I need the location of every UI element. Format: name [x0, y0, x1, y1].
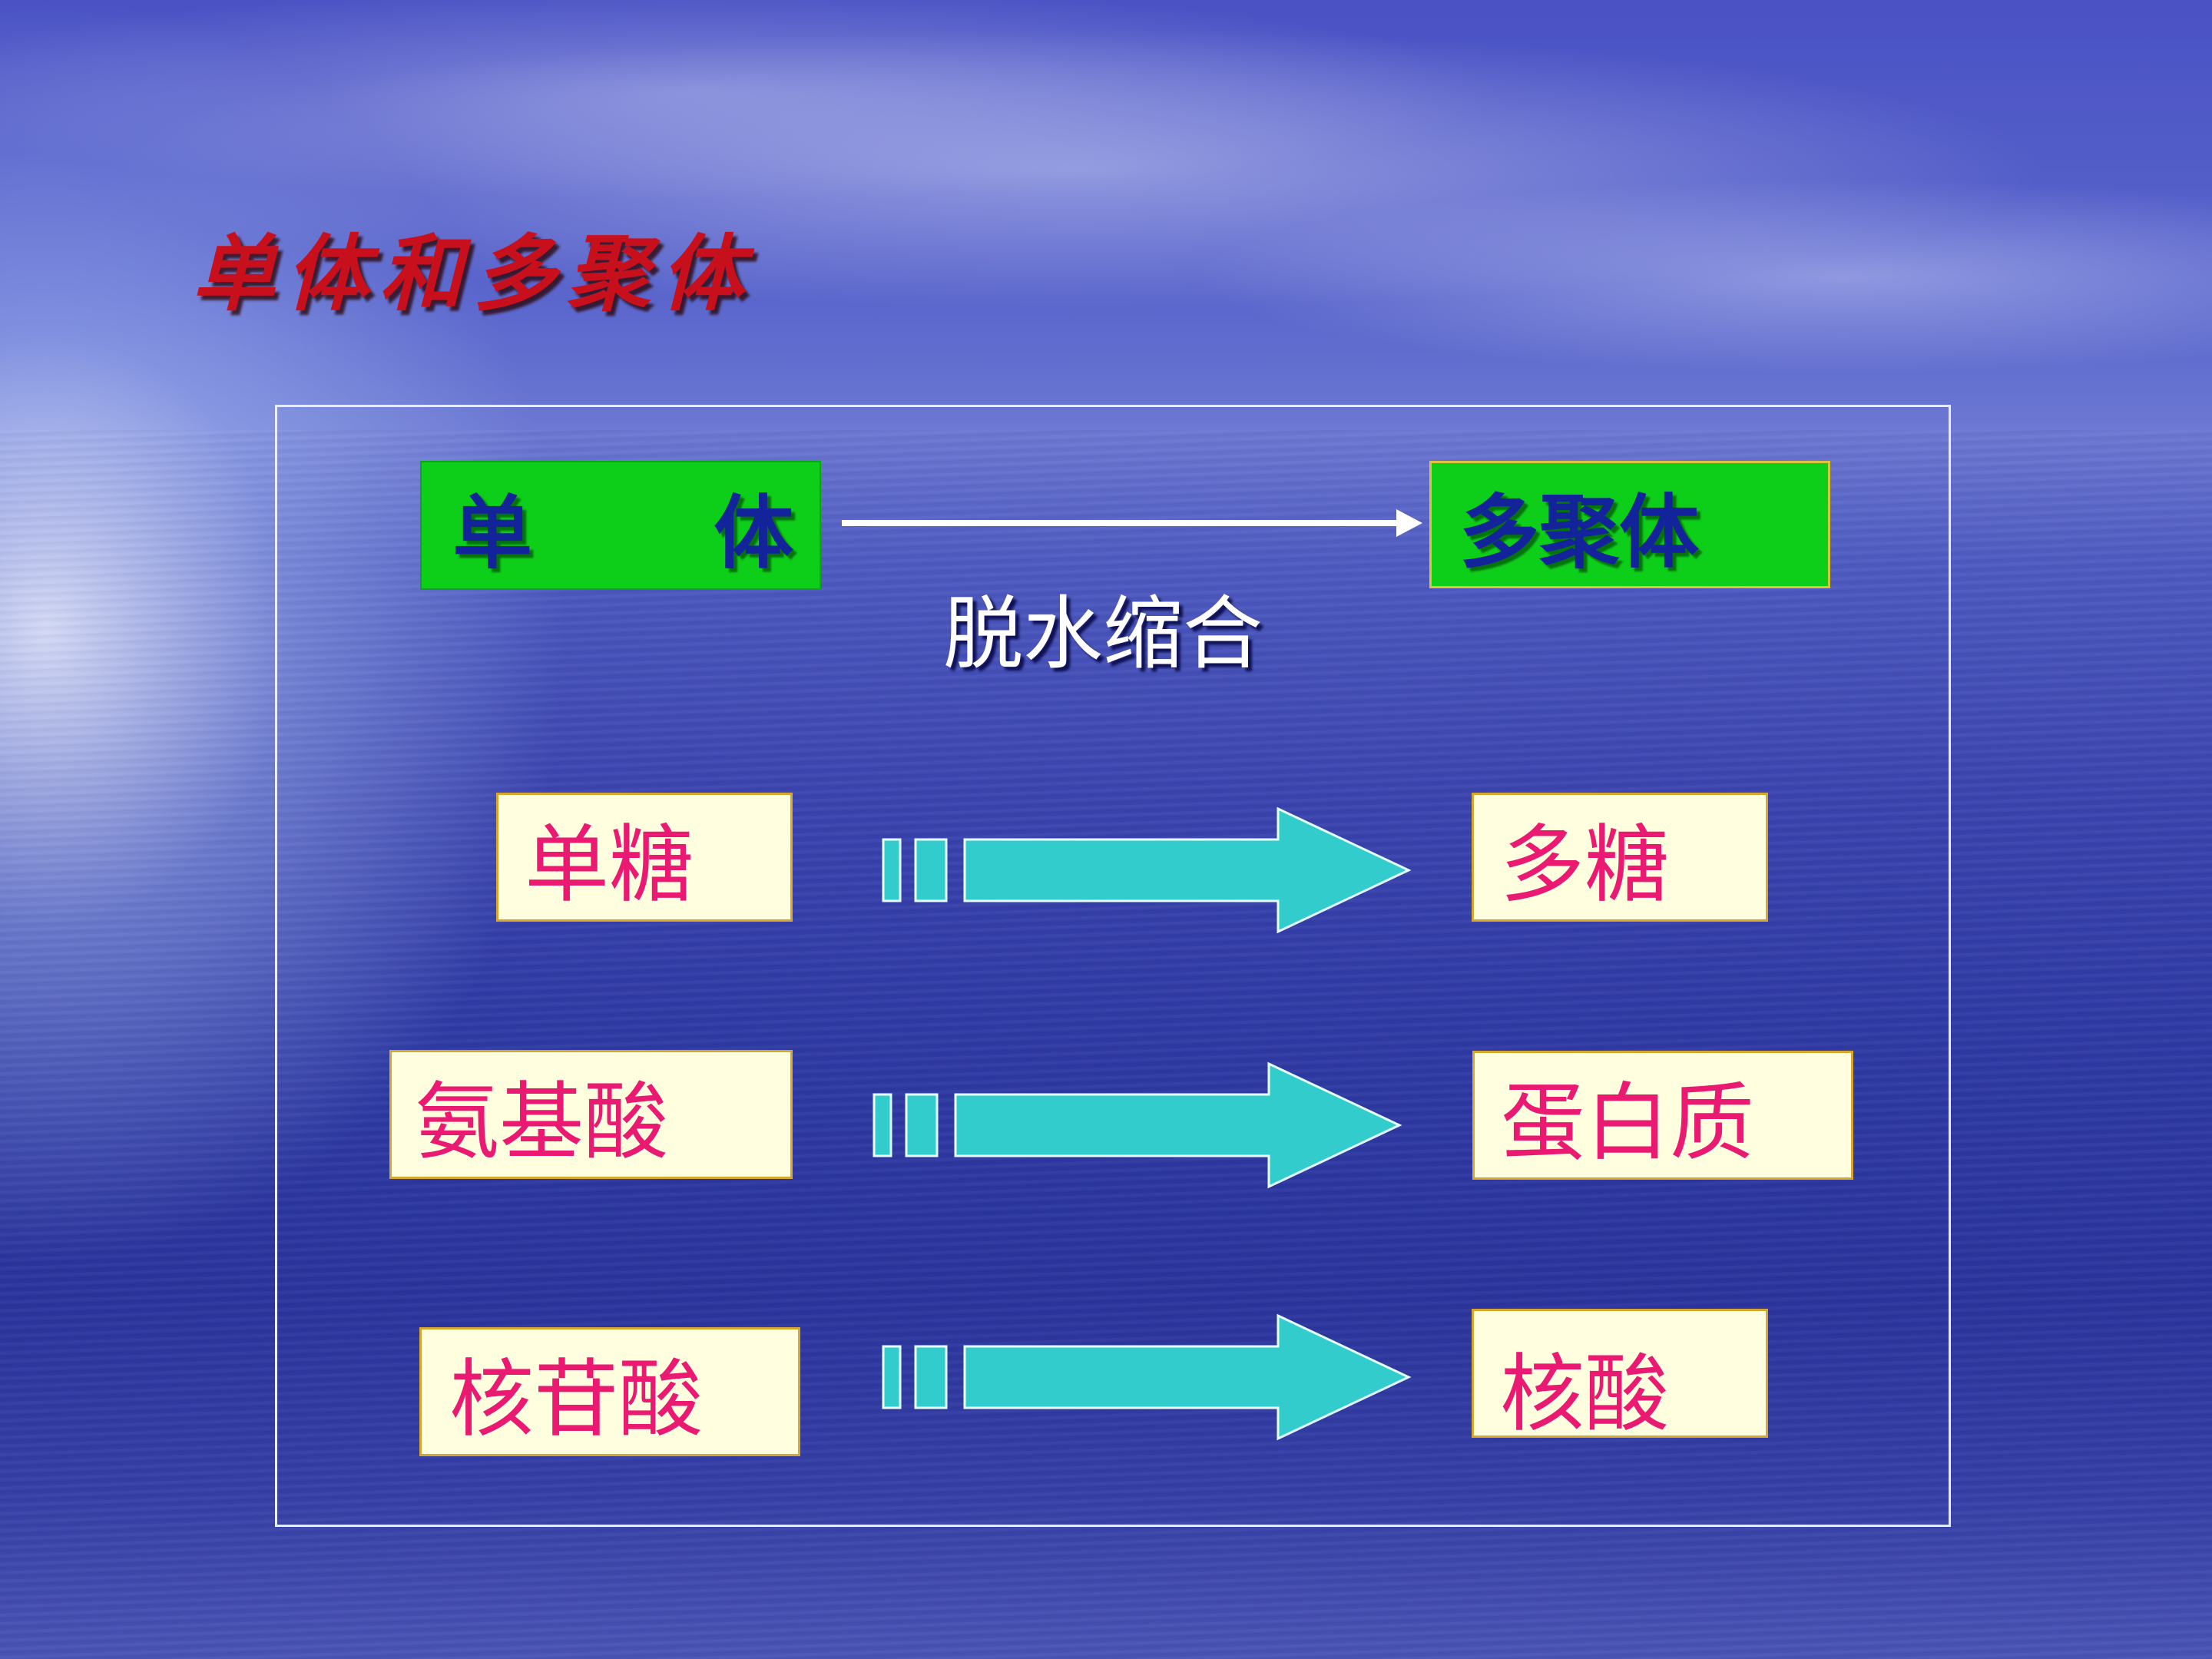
polymer-box-2: 蛋白质 — [1472, 1051, 1853, 1180]
polymer-label-3: 核酸 — [1500, 1345, 1669, 1443]
polymer-header-label: 多聚体 — [1459, 485, 1700, 579]
polymer-box-1: 多糖 — [1472, 793, 1768, 922]
monomer-box-2: 氨基酸 — [389, 1050, 793, 1179]
striped-block-arrow-icon — [882, 1313, 1412, 1441]
monomer-header-box: 单 体 — [420, 461, 821, 590]
right-arrow-icon — [842, 520, 1410, 526]
monomer-label-3: 核苷酸 — [449, 1350, 703, 1449]
right-arrow-head-icon — [1396, 509, 1422, 537]
polymer-label-2: 蛋白质 — [1501, 1074, 1754, 1172]
polymer-label-1: 多糖 — [1500, 816, 1669, 914]
slide-title: 单体和多聚体 — [192, 226, 755, 323]
monomer-label-1: 单糖 — [525, 816, 694, 914]
monomer-box-1: 单糖 — [496, 793, 793, 922]
monomer-header-label: 单 体 — [452, 485, 871, 580]
monomer-label-2: 氨基酸 — [415, 1073, 668, 1171]
polymer-header-box: 多聚体 — [1429, 461, 1830, 588]
content-frame — [275, 405, 1951, 1527]
striped-block-arrow-icon — [882, 806, 1412, 934]
striped-block-arrow-icon — [873, 1061, 1402, 1189]
monomer-box-3: 核苷酸 — [419, 1327, 800, 1456]
polymer-box-3: 核酸 — [1472, 1309, 1768, 1443]
process-label: 脱水缩合 — [943, 587, 1263, 680]
